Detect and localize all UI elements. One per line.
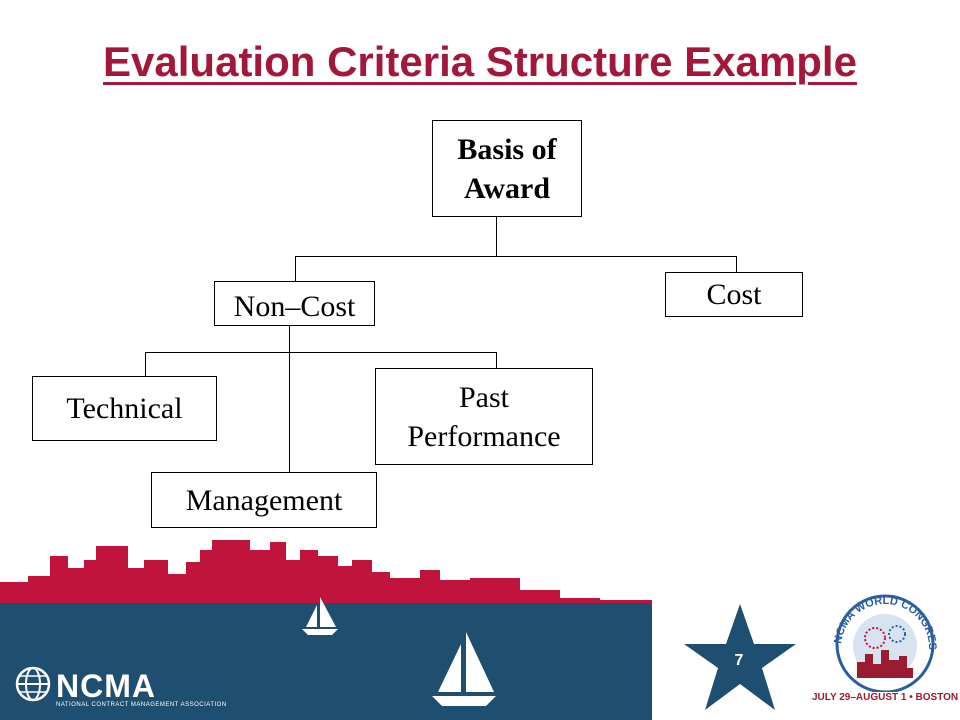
node-non-cost: Non–Cost <box>214 281 375 326</box>
connector-root-down <box>496 216 497 256</box>
connector-level1-bar <box>295 256 737 257</box>
world-congress-seal: NCMA WORLD CONGRESS 2012 <box>815 592 938 692</box>
page-title: Evaluation Criteria Structure Example <box>103 38 857 85</box>
connector-to-noncost <box>295 256 296 281</box>
event-dates: JULY 29–AUGUST 1 • BOSTON <box>812 692 959 703</box>
node-technical: Technical <box>32 376 217 441</box>
node-cost-label: Cost <box>706 278 762 311</box>
node-management: Management <box>151 472 377 528</box>
node-basis-of-award-line1: Basis of <box>457 132 557 166</box>
skyline-graphic <box>0 540 652 605</box>
node-cost: Cost <box>665 272 803 317</box>
node-non-cost-label: Non–Cost <box>233 290 356 323</box>
node-technical-label: Technical <box>66 392 183 425</box>
ncma-logo: NCMA <box>56 668 156 704</box>
ncma-full-name: NATIONAL CONTRACT MANAGEMENT ASSOCIATION <box>56 702 227 708</box>
node-past-performance-line1: Past <box>458 380 509 414</box>
connector-to-past-performance <box>496 352 497 369</box>
connector-noncost-down <box>289 325 290 473</box>
node-past-performance: Past Performance <box>375 368 593 465</box>
connector-level2-bar <box>145 352 497 353</box>
node-basis-of-award: Basis of Award <box>432 120 582 217</box>
node-basis-of-award-line2: Award <box>463 171 551 205</box>
connector-to-cost <box>736 256 737 273</box>
sailboat-small-icon <box>302 597 338 635</box>
connector-to-technical <box>145 352 146 376</box>
sailboat-large-icon <box>432 632 496 706</box>
star-icon <box>684 604 796 710</box>
globe-icon <box>15 666 51 702</box>
node-past-performance-line2: Performance <box>407 419 561 453</box>
node-management-label: Management <box>185 483 343 517</box>
page-number: 7 <box>734 652 744 669</box>
